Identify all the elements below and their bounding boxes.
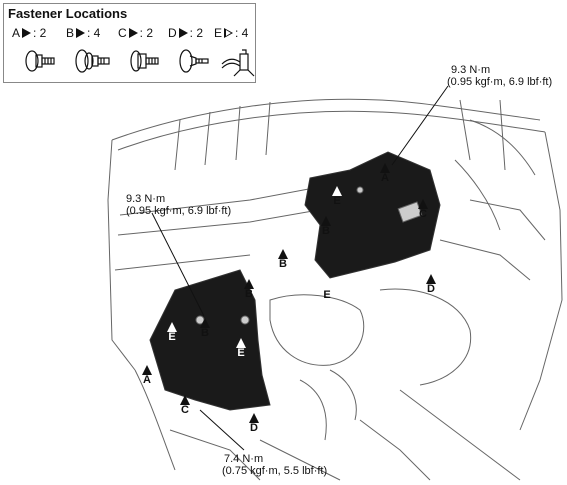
callout-letter: E (237, 347, 245, 359)
hollow-triangle-icon (235, 337, 247, 349)
legend-qty: : 4 (87, 26, 101, 40)
callout-e-3: E (165, 321, 179, 343)
solid-triangle-icon (249, 413, 259, 423)
legend-letter: B (66, 26, 75, 40)
legend-item-d: D : 2 (168, 26, 216, 82)
callout-e-2: E (320, 279, 334, 301)
torque-value: 9.3 N·m (126, 193, 166, 205)
torque-spec-top-right: 9.3 N·m (0.95 kgf·m, 6.9 lbf·ft) (447, 64, 552, 88)
callout-c-2: C (178, 395, 192, 416)
legend-qty: : 2 (139, 26, 154, 40)
screw-icon (179, 49, 209, 73)
legend-item-c: C : 2 (118, 26, 166, 82)
legend-qty: : 2 (189, 26, 204, 40)
legend-letter: A (12, 26, 21, 40)
callout-b-3: B (242, 279, 256, 300)
hollow-arrow-icon (224, 28, 234, 38)
legend-item-b: B : 4 (66, 26, 114, 82)
callout-b-1: B (319, 216, 333, 237)
callout-letter: E (168, 331, 176, 343)
callout-a-2: A (140, 365, 154, 386)
fastener-legend: Fastener Locations A : 2 B : 4 C : 2 D : 2 E… (3, 3, 256, 83)
callout-letter: A (381, 172, 389, 184)
torque-conversion: (0.95 kgf·m, 6.9 lbf·ft) (126, 205, 232, 217)
callout-letter: B (201, 327, 209, 339)
solid-triangle-icon (418, 199, 428, 209)
solid-arrow-icon (22, 28, 32, 38)
torque-spec-left: 9.3 N·m (0.95 kgf·m, 6.9 lbf·ft) (126, 193, 231, 217)
torque-value: 7.4 N·m (224, 453, 264, 465)
legend-letter: E (214, 26, 223, 40)
legend-title: Fastener Locations (8, 6, 128, 21)
hollow-triangle-icon (331, 185, 343, 197)
callout-c-1: C (416, 199, 430, 220)
callout-d-1: D (424, 274, 438, 295)
right-undercover-panel (304, 151, 441, 279)
solid-triangle-icon (426, 274, 436, 284)
callout-letter: B (245, 288, 253, 300)
solid-arrow-icon (128, 28, 138, 38)
solid-triangle-icon (142, 365, 152, 375)
callout-letter: D (250, 422, 258, 434)
torque-value: 9.3 N·m (451, 64, 491, 76)
solid-triangle-icon (180, 395, 190, 405)
solid-triangle-icon (380, 163, 390, 173)
solid-triangle-icon (244, 279, 254, 289)
legend-item-e: E : 4 (214, 26, 262, 82)
callout-a-1: A (378, 163, 392, 184)
solid-triangle-icon (278, 249, 288, 259)
hollow-triangle-icon (321, 279, 333, 291)
callout-letter: E (323, 289, 331, 301)
callout-b-2: B (276, 249, 290, 270)
callout-letter: E (333, 195, 341, 207)
clip-icon (221, 49, 255, 77)
legend-qty: : 2 (33, 26, 47, 40)
torque-conversion: (0.75 kgf·m, 5.5 lbf·ft) (222, 465, 328, 477)
callout-e-1: E (330, 185, 344, 207)
legend-qty: : 4 (235, 26, 249, 40)
bolt-flange-icon (25, 50, 55, 72)
solid-triangle-icon (200, 318, 210, 328)
torque-conversion: (0.95 kgf·m, 6.9 lbf·ft) (447, 76, 553, 88)
callout-letter: B (322, 225, 330, 237)
callout-letter: A (143, 374, 151, 386)
callout-letter: C (181, 404, 189, 416)
bolt-washer-icon (75, 49, 110, 73)
solid-arrow-icon (76, 28, 86, 38)
legend-item-a: A : 2 (12, 26, 60, 82)
callout-letter: D (427, 283, 435, 295)
legend-letter: C (118, 26, 127, 40)
hollow-triangle-icon (166, 321, 178, 333)
callout-b-4: B (198, 318, 212, 339)
solid-triangle-icon (321, 216, 331, 226)
callout-letter: B (279, 258, 287, 270)
callout-d-2: D (247, 413, 261, 434)
torque-spec-bottom: 7.4 N·m (0.75 kgf·m, 5.5 lbf·ft) (222, 453, 327, 477)
legend-letter: D (168, 26, 177, 40)
callout-letter: C (419, 208, 427, 220)
bolt-hex-icon (130, 50, 159, 72)
solid-arrow-icon (178, 28, 188, 38)
callout-e-4: E (234, 337, 248, 359)
